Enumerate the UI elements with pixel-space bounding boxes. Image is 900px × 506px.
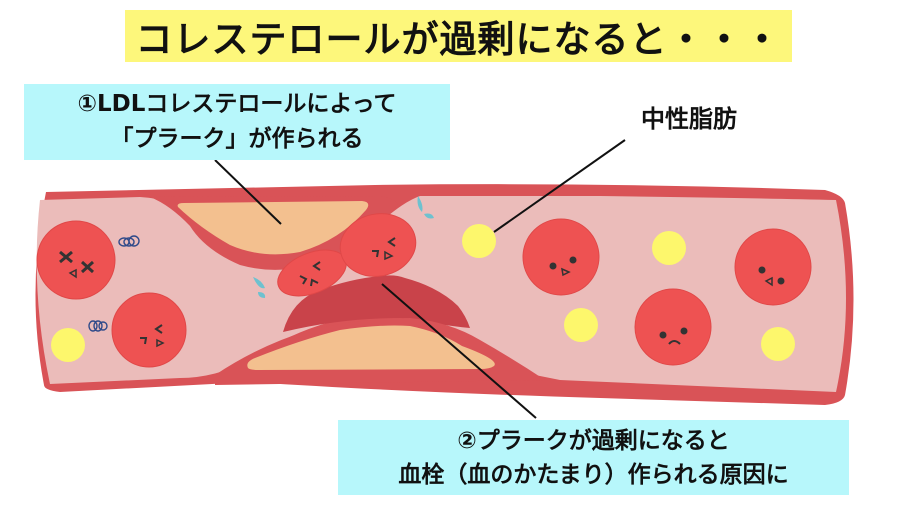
fat-particle (761, 327, 795, 361)
thrombus (283, 275, 470, 332)
red-blood-cell-squinting (111, 292, 187, 368)
leader-line-triglyceride (493, 139, 626, 233)
fat-particle (564, 308, 598, 342)
red-blood-cell-squeezed-small (277, 249, 347, 297)
callout-1-line-2: 「プラーク」が作られる (110, 126, 364, 152)
dizzy-scribble-icon (88, 235, 140, 332)
red-blood-cell-dizzy (36, 220, 116, 300)
red-blood-cell-sad (634, 288, 712, 366)
fat-particle (652, 231, 686, 265)
red-blood-cell-neutral (522, 218, 600, 296)
upper-plaque-fat (177, 201, 369, 255)
callout-2-line-1: ②プラークが過剰になると (457, 428, 730, 454)
triglyceride-label: 中性脂肪 (641, 105, 737, 133)
lower-plaque-fat (247, 325, 495, 370)
fat-particle (462, 224, 496, 258)
callout-plaque-formation: ①LDLコレステロールによって 「プラーク」が作られる (24, 84, 450, 160)
callout-2-line-2: 血栓（血のかたまり）作られる原因に (398, 462, 789, 488)
sweat-drop-icon (253, 196, 434, 298)
page-title: コレステロールが過剰になると・・・ (135, 18, 782, 61)
red-blood-cell-squeezed-large (339, 213, 417, 277)
leader-line-plaque (214, 159, 282, 225)
red-blood-cell-neutral (734, 228, 812, 306)
title-banner: コレステロールが過剰になると・・・ (125, 10, 792, 62)
callout-thrombus-cause: ②プラークが過剰になると 血栓（血のかたまり）作られる原因に (338, 420, 849, 495)
callout-1-line-1: ①LDLコレステロールによって (77, 91, 397, 117)
fat-particle (51, 328, 85, 362)
leader-line-thrombus (381, 283, 537, 419)
